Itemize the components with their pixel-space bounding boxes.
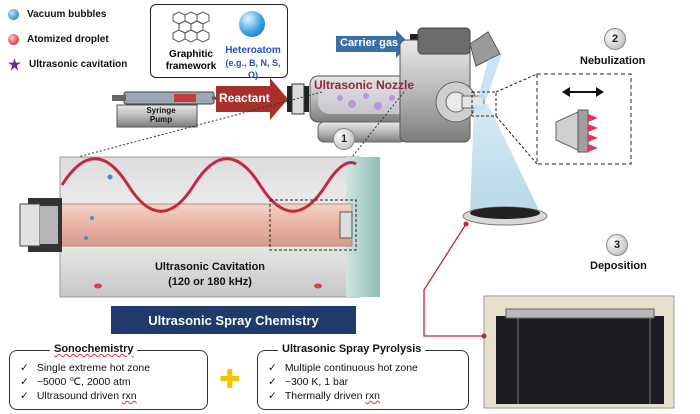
- material-inset: Graphitic framework Heteroatom (e.g., B,…: [150, 4, 288, 80]
- check-icon: ✓: [20, 390, 29, 402]
- heteroatom-sphere-icon: [239, 11, 265, 37]
- pyrolysis-list: ✓ Multiple continuous hot zone ✓ ~300 K,…: [268, 361, 418, 403]
- legend-ultrasonic-cavitation: Ultrasonic cavitation: [8, 56, 127, 72]
- step-1-badge: 1: [333, 128, 355, 150]
- reactant-label: Reactant: [219, 91, 270, 105]
- ultrasonic-nozzle-label: Ultrasonic Nozzle: [314, 78, 415, 92]
- deposition-substrate-photo: [483, 295, 675, 409]
- check-icon: ✓: [20, 376, 29, 388]
- carrier-gas-label: Carrier gas: [340, 37, 399, 49]
- legend-vacuum-bubbles: Vacuum bubbles: [8, 6, 106, 22]
- step-2-badge: 2: [604, 28, 626, 50]
- list-item: ✓ ~5000 ℃, 2000 atm: [20, 376, 131, 388]
- legend-label: Vacuum bubbles: [27, 8, 107, 20]
- double-arrow-icon: [562, 87, 604, 97]
- legend-atomized-droplet: Atomized droplet: [8, 31, 109, 47]
- pyrolysis-title: Ultrasonic Spray Pyrolysis: [278, 343, 426, 355]
- graphene-lattice-icon: [172, 11, 210, 43]
- spray-cone: [470, 104, 540, 212]
- blue-dot-icon: [8, 8, 19, 20]
- starburst-icon: [8, 57, 21, 71]
- legend-label: Atomized droplet: [27, 33, 109, 45]
- sonochemistry-box: Sonochemistry ✓ Single extreme hot zone …: [9, 343, 208, 410]
- graphitic-framework-label: Graphitic framework: [165, 49, 217, 72]
- cavitation-label: Ultrasonic Cavitation (120 or 180 kHz): [154, 261, 266, 288]
- pyrolysis-box: Ultrasonic Spray Pyrolysis ✓ Multiple co…: [257, 343, 469, 410]
- syringe-pump-label: Syringe Pump: [146, 106, 176, 124]
- red-dot-icon: [8, 33, 19, 45]
- sonochemistry-title: Sonochemistry: [50, 343, 138, 355]
- deposition-label: Deposition: [590, 260, 647, 272]
- ultrasonic-nozzle: [309, 75, 416, 143]
- list-item: ✓ Multiple continuous hot zone: [268, 362, 418, 374]
- list-item: ✓ ~300 K, 1 bar: [268, 376, 349, 388]
- cavitation-cylinder: [19, 156, 380, 298]
- deposition-connector: [423, 223, 484, 337]
- nebulization-label: Nebulization: [580, 55, 646, 67]
- check-icon: ✓: [268, 390, 277, 402]
- list-item: ✓ Ultrasound driven rxn: [20, 390, 137, 402]
- check-icon: ✓: [20, 362, 29, 374]
- heteroatom-label: Heteroatom (e.g., B, N, S, O): [225, 45, 281, 80]
- step-3-badge: 3: [606, 234, 628, 256]
- reactant-arrow: [216, 78, 288, 120]
- list-item: ✓ Thermally driven rxn: [268, 390, 380, 402]
- syringe-pump: [112, 91, 215, 128]
- ultrasonic-spray-chemistry-banner: Ultrasonic Spray Chemistry: [111, 306, 356, 334]
- carrier-gas-arrow: [336, 30, 410, 58]
- check-icon: ✓: [268, 376, 277, 388]
- sonochemistry-list: ✓ Single extreme hot zone ✓ ~5000 ℃, 200…: [20, 361, 150, 403]
- check-icon: ✓: [268, 362, 277, 374]
- list-item: ✓ Single extreme hot zone: [20, 362, 151, 374]
- plus-icon: ✚: [219, 364, 241, 394]
- legend-label: Ultrasonic cavitation: [29, 58, 128, 70]
